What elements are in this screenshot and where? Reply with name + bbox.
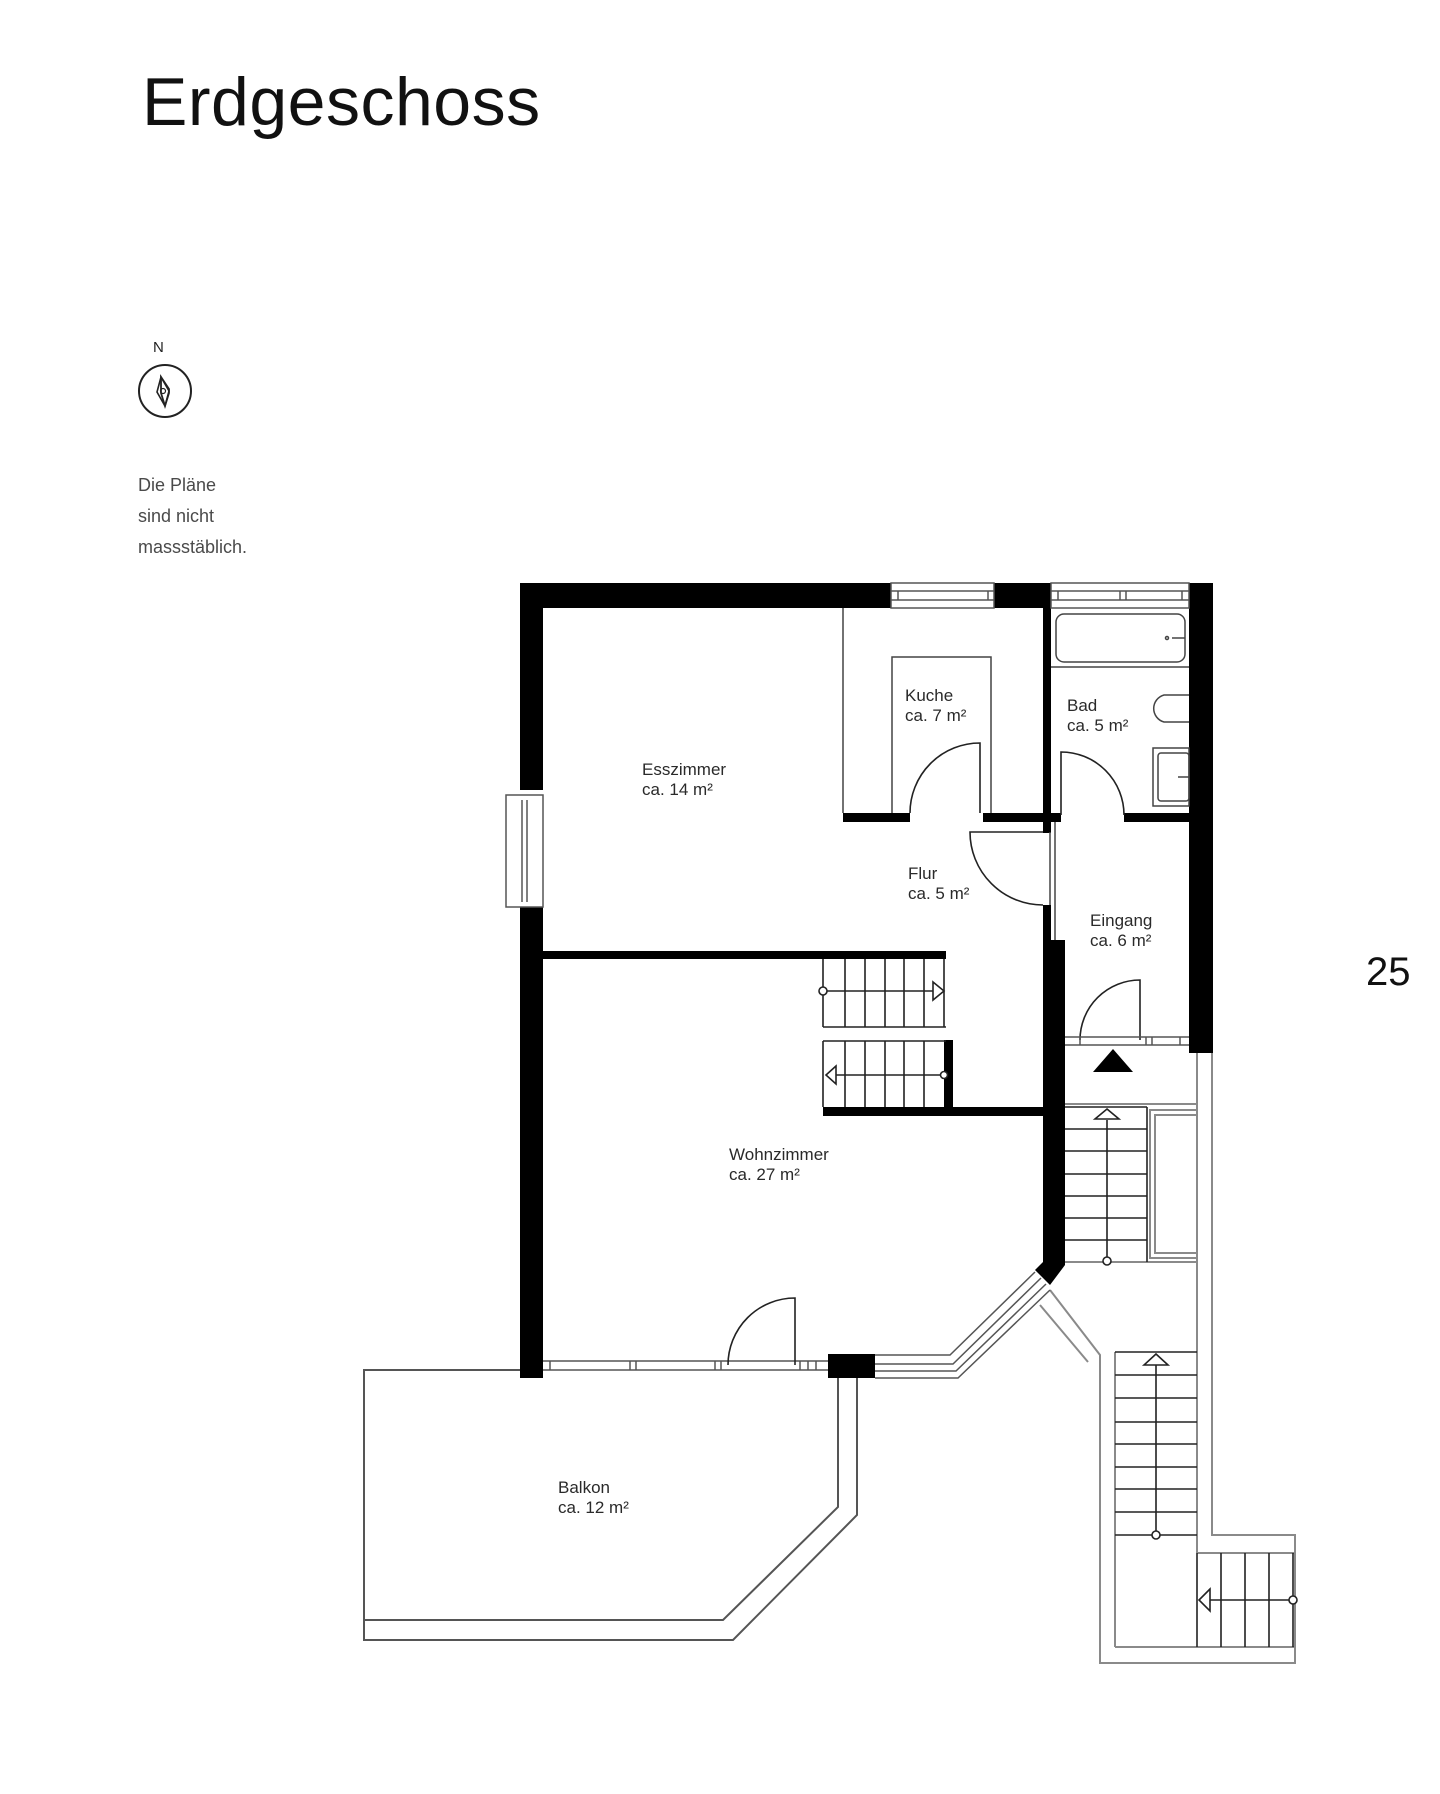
disclaimer-line: massstäblich. (138, 537, 248, 557)
walls (520, 583, 1213, 1378)
page-number: 25 (1366, 950, 1411, 994)
flur-door (969, 831, 1044, 906)
room-label-balkon: Balkon ca. 12 m² (558, 1478, 629, 1518)
room-label-bad: Bad ca. 5 m² (1067, 696, 1128, 736)
room-area: ca. 12 m² (558, 1498, 629, 1517)
compass: N (136, 340, 196, 424)
entrance-door (1079, 979, 1141, 1041)
room-label-flur: Flur ca. 5 m² (908, 864, 969, 904)
scale-disclaimer: Die Pläne sind nicht massstäblich. (138, 470, 247, 563)
room-area: ca. 5 m² (908, 884, 970, 903)
room-label-eingang: Eingang ca. 6 m² (1090, 911, 1152, 951)
room-area: ca. 14 m² (642, 780, 713, 799)
entrance-stairs (1065, 1106, 1148, 1266)
room-label-esszimmer: Esszimmer ca. 14 m² (642, 760, 726, 800)
garden-stairs (1115, 1351, 1298, 1647)
disclaimer-line: Die Pläne (138, 475, 217, 495)
room-area: ca. 7 m² (905, 706, 967, 725)
entrance-triangle-icon (1093, 1049, 1133, 1072)
page-title: Erdgeschoss (142, 64, 541, 140)
entrance-threshold (1065, 1036, 1189, 1046)
bath-door (1060, 751, 1125, 816)
room-area: ca. 5 m² (1067, 716, 1129, 735)
balcony-outline (363, 1369, 858, 1641)
room-name: Kuche (905, 686, 954, 705)
room-name: Eingang (1090, 911, 1153, 930)
room-name: Esszimmer (642, 760, 727, 779)
room-label-kueche: Kuche ca. 7 m² (905, 686, 966, 726)
room-area: ca. 27 m² (729, 1165, 800, 1184)
outdoor-stair-enclosure (1039, 1053, 1296, 1664)
room-name: Wohnzimmer (729, 1145, 829, 1164)
windows (505, 582, 1190, 1390)
room-label-wohnzimmer: Wohnzimmer ca. 27 m² (729, 1145, 829, 1185)
room-area: ca. 6 m² (1090, 931, 1152, 950)
compass-north-label: N (153, 339, 164, 356)
disclaimer-line: sind nicht (138, 506, 215, 526)
fixtures (842, 608, 1190, 940)
compass-north-icon (138, 364, 192, 418)
room-name: Flur (908, 864, 938, 883)
room-name: Bad (1067, 696, 1098, 715)
room-name: Balkon (558, 1478, 610, 1497)
doors (727, 742, 1141, 1366)
kitchen-door (909, 742, 981, 814)
interior-stairs (818, 959, 949, 1107)
balcony-door (727, 1297, 796, 1366)
